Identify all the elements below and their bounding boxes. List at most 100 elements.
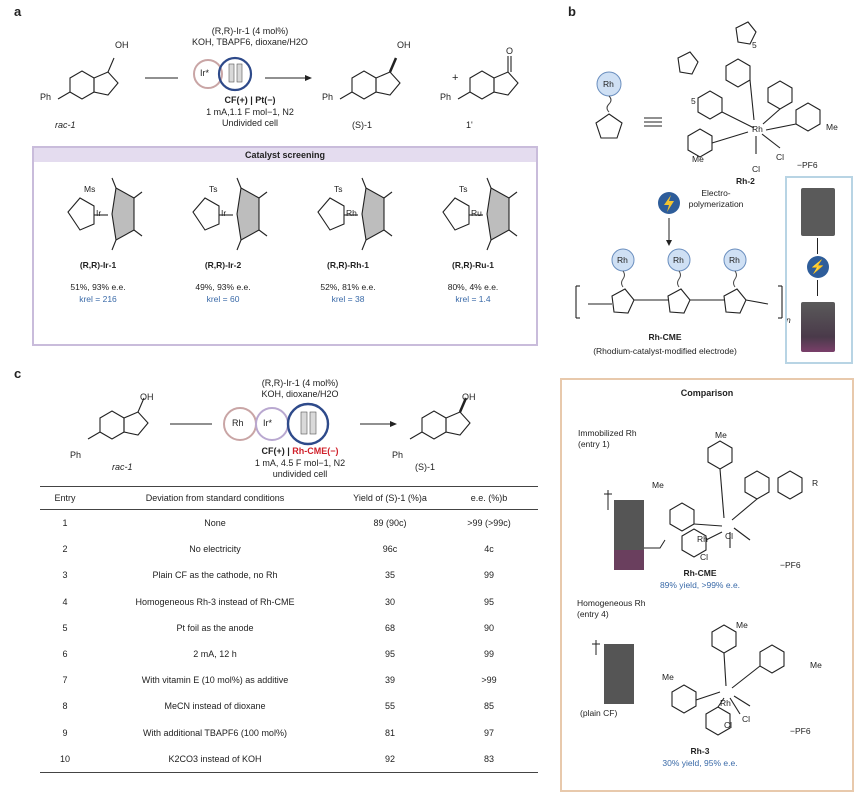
ph-label-3: Ph (440, 92, 452, 102)
yield-cell: 39 (384, 675, 395, 686)
polymer-description: (Rhodium-catalyst-modified electrode) (593, 346, 737, 356)
r-group-label: R (812, 478, 819, 488)
ee-cell: 90 (483, 622, 494, 633)
deviation-cell: With vitamin E (10 mol%) as additive (141, 675, 289, 686)
cl-label-homogeneous-2: Cl (724, 720, 733, 730)
ee-cell: 97 (483, 727, 494, 738)
compound-rac-1-c: rac-1 (112, 462, 133, 472)
entry-cell: 3 (62, 570, 68, 581)
ph-label-2: Ph (322, 92, 334, 102)
panel-c-label: c (14, 366, 22, 381)
entry-cell: 9 (62, 727, 68, 738)
catalyst-krel: krel = 38 (331, 294, 365, 304)
catalyst-tag: Ms (84, 184, 96, 194)
deviation-cell: Plain CF as the cathode, no Rh (152, 570, 278, 581)
ph-label-1: Ph (40, 92, 52, 102)
plain-electrode-photo (801, 188, 835, 236)
compound-s-1-c: (S)-1 (415, 462, 435, 472)
electrodes-a: CF(+) | Pt(−) (224, 95, 276, 105)
header-entry: Entry (40, 487, 90, 510)
s-1-structure (339, 57, 401, 100)
cl-label-immobilized-1: Cl (725, 531, 734, 541)
entry-cell: 7 (62, 675, 68, 686)
catalyst-metal: Ir (96, 208, 102, 218)
me-label-homogeneous-1: Me (736, 620, 748, 630)
rh-2-counterion: −PF6 (797, 160, 818, 170)
o-label: O (506, 46, 514, 56)
cycle-label-rh: Rh (232, 418, 244, 428)
rh-label-homogeneous: Rh (720, 698, 731, 708)
panel-b-label: b (568, 4, 576, 19)
catalyst-result: 52%, 81% e.e. (320, 282, 376, 292)
modified-electrode-photo (801, 302, 835, 352)
cl-label-immobilized-2: Cl (700, 552, 709, 562)
comparison-graphic (592, 440, 803, 736)
catalyst-metal: Ru (471, 208, 482, 218)
plus-sign: + (452, 72, 459, 84)
comparison-box: Comparison (560, 378, 854, 792)
catalyst-tag: Ts (209, 184, 218, 194)
panel-a-label: a (14, 4, 22, 19)
catalyst-name: (R,R)-Ir-1 (79, 260, 117, 270)
catalyst-structure (192, 177, 268, 251)
rh-3-result: 30% yield, 95% e.e. (662, 758, 738, 768)
table-row: 5 Pt foil as the anode 68 90 (40, 615, 538, 641)
yield-cell: 95 (384, 649, 395, 660)
ee-cell: 99 (483, 570, 494, 581)
reaction-scheme-a (57, 56, 519, 100)
conditions-c: 1 mA, 4.5 F mol−1, N2 undivided cell (254, 458, 346, 479)
deviation-cell: K2CO3 instead of KOH (168, 753, 262, 764)
plain-cf-label: (plain CF) (580, 708, 618, 718)
yield-cell: 68 (384, 622, 395, 633)
table-row: 6 2 mA, 12 h 95 99 (40, 641, 538, 667)
catalyst-krel: krel = 216 (79, 294, 117, 304)
rh-3-name: Rh-3 (690, 746, 710, 756)
catalyst-metal: Rh (346, 208, 357, 218)
counterion-homogeneous: −PF6 (790, 726, 811, 736)
deviation-cell: Pt foil as the anode (176, 622, 254, 633)
ketone-1prime-structure (457, 56, 519, 100)
rh-me-2: Me (826, 122, 838, 132)
rh-badge-label: Rh (603, 79, 614, 89)
oh-label-2: OH (397, 40, 411, 50)
me-label-immobilized-1: Me (715, 430, 727, 440)
yield-cell: 92 (384, 753, 395, 764)
deviation-cell: Homogeneous Rh-3 instead of Rh-CME (135, 596, 295, 607)
catalyst-screening-title: Catalyst screening (34, 148, 536, 162)
results-table-container: Entry Deviation from standard conditions… (40, 486, 538, 773)
arrow-line-2 (817, 280, 818, 296)
deviation-cell: 2 mA, 12 h (193, 649, 237, 660)
cycle-label-ir-c: Ir* (263, 418, 272, 428)
subscript-5-a: 5 (752, 40, 757, 50)
ee-cell: 4c (484, 544, 494, 555)
reaction-scheme-c (87, 397, 471, 446)
deviation-cell: MeCN instead of dioxane (164, 701, 266, 712)
yield-cell: 96c (382, 544, 398, 555)
me-label-homogeneous-2: Me (810, 660, 822, 670)
header-deviation: Deviation from standard conditions (90, 487, 340, 510)
catalyst-krel: krel = 1.4 (455, 294, 491, 304)
deviation-cell: None (204, 518, 226, 529)
polymer-n: n (786, 315, 791, 325)
rh-polymer-label-1: Rh (617, 255, 628, 265)
homogeneous-label: Homogeneous Rh (entry 4) (577, 598, 646, 619)
header-yield: Yield of (S)-1 (%)a (340, 487, 440, 510)
entry-cell: 5 (62, 622, 68, 633)
entry-cell: 6 (62, 649, 68, 660)
ee-cell: 99 (483, 649, 494, 660)
catalyst-structure (442, 177, 518, 251)
arrow-line-1 (817, 238, 818, 254)
lightning-icon: ⚡ (807, 256, 829, 278)
reagents-c: (R,R)-Ir-1 (4 mol%) KOH, dioxane/H2O (261, 378, 339, 399)
catalyst-krel: krel = 60 (206, 294, 240, 304)
deviation-cell: With additional TBAPF6 (100 mol%) (143, 727, 287, 738)
